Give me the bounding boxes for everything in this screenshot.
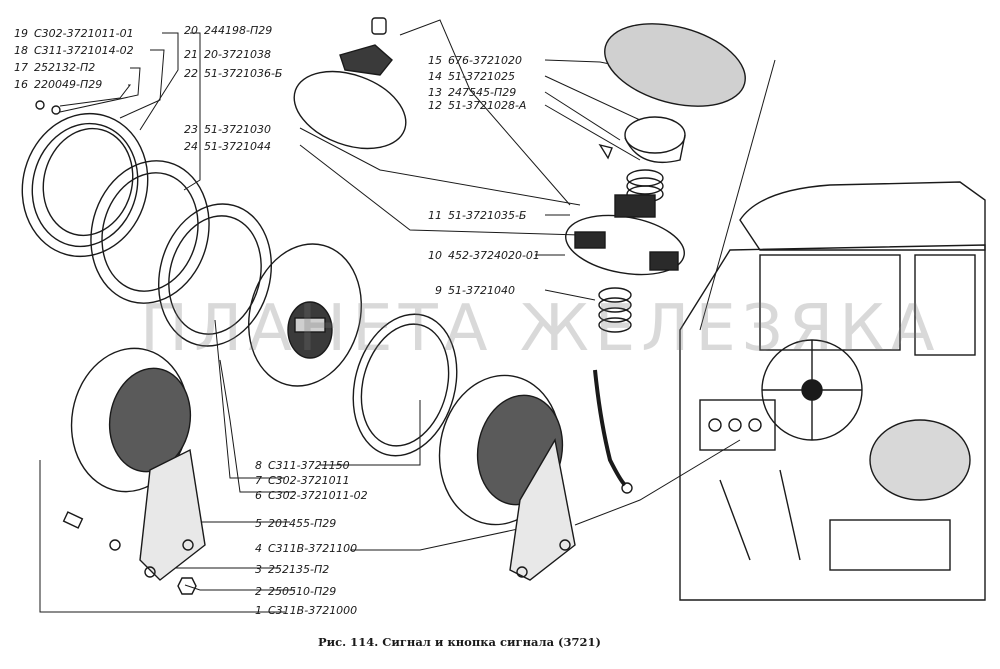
button-block-21 (339, 44, 393, 76)
figure-caption: Рис. 114. Сигнал и кнопка сигнала (3721) (318, 635, 601, 649)
spring-9 (598, 287, 632, 333)
horn-left (70, 347, 206, 581)
screw-13 (598, 143, 613, 160)
gasket-18 (90, 160, 210, 304)
small-fasteners (35, 100, 197, 595)
button-disk-22 (293, 70, 407, 150)
truck-cab-sketch (679, 181, 986, 601)
pin-20 (371, 17, 387, 35)
wire-lead (593, 369, 633, 494)
horn-cover-ring-19 (21, 112, 149, 258)
gasket-6 (352, 313, 458, 457)
spring-12 (626, 169, 664, 203)
horn-right-4 (438, 374, 576, 581)
watermark: ПЛАНЕТА ЖЕЛЕЗЯКА (140, 292, 941, 366)
ring-7 (158, 203, 272, 347)
contact-plate-10 (565, 194, 685, 276)
button-cap-15 (604, 23, 746, 107)
button-cup-14 (624, 116, 686, 164)
membrane-8 (248, 243, 362, 387)
leader-lines (39, 19, 776, 613)
